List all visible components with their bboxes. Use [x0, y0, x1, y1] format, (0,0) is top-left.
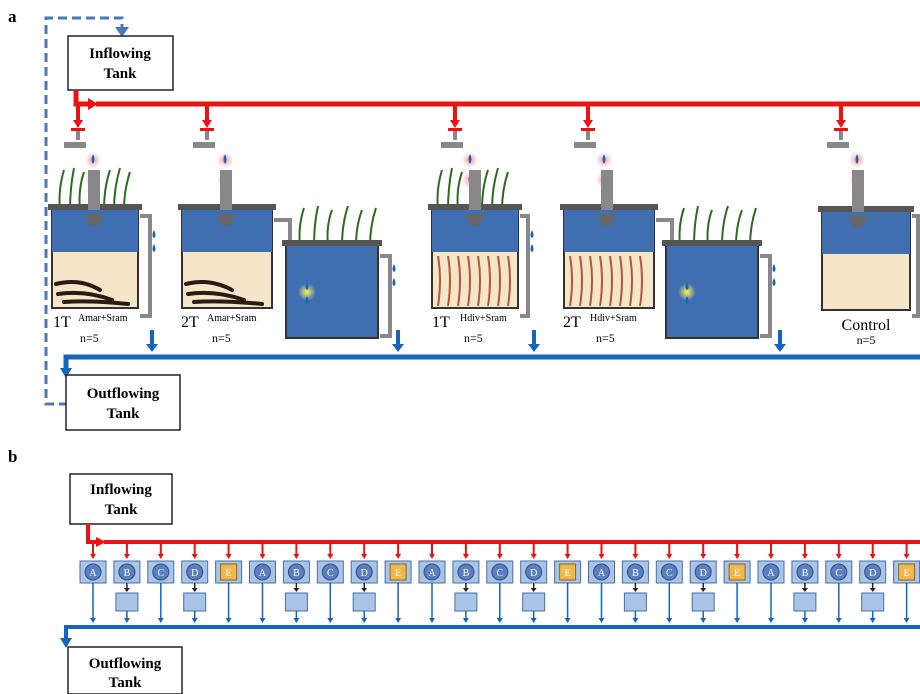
- inflow-tank-a-line2: Tank: [104, 66, 137, 82]
- outflow-tank-a-line1: Outflowing: [87, 386, 160, 402]
- earthworm-icon: [54, 280, 130, 306]
- module-a: A: [249, 544, 276, 623]
- module-a: A: [418, 544, 446, 623]
- module-letter: B: [802, 568, 809, 579]
- system-1-n: n=5: [80, 331, 99, 345]
- module-c: C: [486, 544, 514, 623]
- module-b: B: [282, 544, 310, 623]
- module-c: C: [147, 544, 175, 623]
- module-letter: E: [734, 568, 740, 579]
- system-5-n: n=5: [857, 333, 876, 347]
- module-letter: D: [869, 568, 876, 579]
- module-letter: C: [835, 568, 842, 579]
- system-2-label: 2T: [181, 314, 199, 331]
- module-d: D: [689, 544, 717, 623]
- system-1t-hdiv-sram: 1T Hdiv+Sram n=5: [428, 167, 540, 352]
- module-d: D: [520, 544, 548, 623]
- system-control: Control n=5: [818, 170, 920, 347]
- system-3-n: n=5: [464, 331, 483, 345]
- module-b: B: [452, 544, 480, 623]
- module-letter: C: [327, 568, 334, 579]
- system-4-n: n=5: [596, 331, 615, 345]
- system-2-n: n=5: [212, 331, 231, 345]
- module-c: C: [655, 544, 683, 623]
- outflow-pipe-b: [60, 625, 920, 648]
- module-letter: A: [259, 568, 267, 579]
- roots-icon: [569, 255, 643, 307]
- module-letter: E: [904, 568, 910, 579]
- module-e: E: [554, 544, 582, 623]
- outflow-tank-b-line1: Outflowing: [89, 656, 162, 672]
- system-3-label: 1T: [432, 314, 450, 331]
- inflow-branches-a: [64, 106, 849, 148]
- inflow-pipe-a: [73, 90, 920, 110]
- module-b: B: [621, 544, 649, 623]
- module-letter: D: [700, 568, 707, 579]
- module-c: C: [825, 544, 853, 623]
- system-4-sup: Hdiv+Sram: [590, 313, 637, 324]
- module-letter: D: [191, 568, 198, 579]
- inflow-tank-b: Inflowing Tank: [69, 473, 173, 525]
- system-1-sup: Amar+Sram: [78, 313, 128, 324]
- module-letter: D: [361, 568, 368, 579]
- system-5-label: Control: [842, 317, 891, 334]
- inflow-pipe-b: [86, 524, 920, 547]
- module-letter: B: [293, 568, 300, 579]
- module-b: B: [113, 544, 141, 623]
- module-d: D: [859, 544, 887, 623]
- module-letter: B: [124, 568, 131, 579]
- outflow-tank-a-line2: Tank: [107, 406, 140, 422]
- module-letter: D: [530, 568, 537, 579]
- module-letter: B: [632, 568, 639, 579]
- module-b: B: [791, 544, 819, 623]
- module-e: E: [893, 544, 920, 623]
- module-d: D: [350, 544, 378, 623]
- recirculation-line: [44, 16, 129, 406]
- module-letter: B: [463, 568, 470, 579]
- module-letter: C: [157, 568, 164, 579]
- roots-icon: [437, 255, 511, 307]
- system-2t-amar-sram: 2T Amar+Sram n=5: [178, 170, 404, 352]
- module-a: A: [79, 544, 107, 623]
- module-e: E: [215, 544, 243, 623]
- module-a: A: [757, 544, 785, 623]
- module-letter: A: [767, 568, 775, 579]
- module-e: E: [723, 544, 751, 623]
- outflow-tank-a: Outflowing Tank: [65, 374, 181, 431]
- module-e: E: [384, 544, 412, 623]
- outflow-pipe-a: [60, 354, 920, 378]
- module-letter: E: [565, 568, 571, 579]
- inflow-tank-b-line2: Tank: [105, 502, 138, 518]
- system-2-sup: Amar+Sram: [207, 313, 257, 324]
- outflow-tank-b-line2: Tank: [109, 675, 142, 691]
- system-1-label: 1T: [53, 314, 71, 331]
- module-letter: E: [226, 568, 232, 579]
- inflow-tank-a-line1: Inflowing: [89, 46, 151, 62]
- module-letter: A: [428, 568, 436, 579]
- module-d: D: [181, 544, 209, 623]
- earthworm-icon: [184, 280, 264, 306]
- system-2t-hdiv-sram: 2T Hdiv+Sram n=5: [560, 170, 786, 352]
- inflow-tank-a: Inflowing Tank: [67, 35, 174, 91]
- module-letter: C: [666, 568, 673, 579]
- module-letter: A: [89, 568, 97, 579]
- module-c: C: [316, 544, 344, 623]
- system-4-label: 2T: [563, 314, 581, 331]
- module-letter: C: [496, 568, 503, 579]
- module-letter: A: [598, 568, 606, 579]
- module-letter: E: [395, 568, 401, 579]
- panel-b-label: b: [8, 447, 17, 466]
- system-1t-amar-sram: 1T Amar+Sram n=5: [48, 167, 158, 352]
- module-a: A: [588, 544, 615, 623]
- inflow-tank-b-line1: Inflowing: [90, 482, 152, 498]
- system-3-sup: Hdiv+Sram: [460, 313, 507, 324]
- outflow-tank-b: Outflowing Tank: [67, 646, 183, 694]
- panel-a-label: a: [8, 7, 17, 26]
